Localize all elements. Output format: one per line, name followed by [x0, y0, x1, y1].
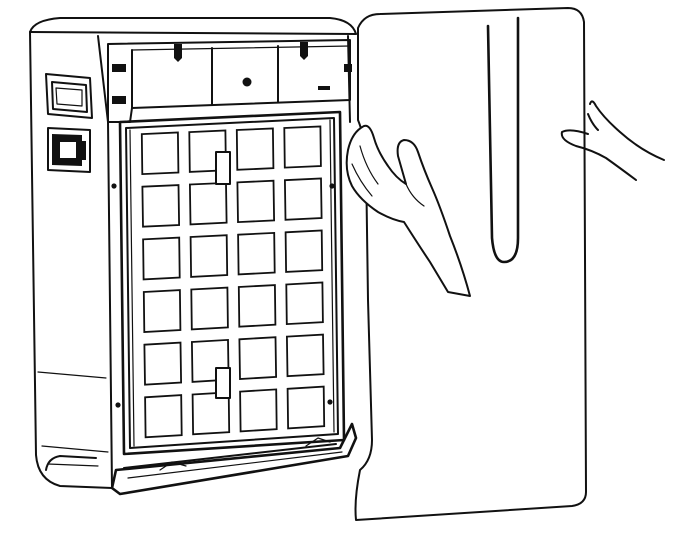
screw-icon [327, 399, 333, 405]
filter-cell [285, 281, 324, 326]
filter-tab [215, 367, 231, 399]
filter-cell [144, 394, 183, 439]
filter-cell [142, 236, 181, 281]
filter-cell [283, 177, 323, 221]
filter-cell [190, 286, 229, 331]
filter-cell [140, 131, 180, 176]
filter-cell [237, 284, 277, 328]
filter-cell [235, 127, 275, 171]
filter-cell [285, 333, 325, 378]
filter-cell [237, 231, 276, 276]
filter-grid [140, 125, 326, 439]
filter-cell [189, 234, 229, 278]
screw-icon [329, 183, 335, 189]
indicator-dot [242, 77, 252, 87]
filter-cell [188, 181, 228, 226]
filter-cell [286, 385, 326, 430]
filter-cell [238, 336, 278, 380]
screw-icon [111, 183, 117, 189]
hand-left-icon [345, 124, 471, 297]
clip [300, 42, 308, 60]
screw-icon [115, 402, 121, 408]
sensor-window [47, 127, 91, 173]
base-tray [110, 422, 358, 496]
front-panel [354, 7, 587, 521]
filter-cell [141, 184, 181, 228]
hand-right-icon [560, 100, 665, 181]
filter-cell [143, 341, 183, 386]
clip [112, 96, 126, 104]
filter-cell [239, 388, 278, 433]
filter-cell [142, 289, 182, 333]
clip [112, 64, 126, 72]
filter-cell [283, 125, 322, 169]
clip [344, 64, 352, 72]
clip [174, 44, 182, 62]
filter-cell [236, 179, 276, 224]
clip [318, 86, 330, 90]
side-handle [45, 73, 93, 119]
filter-cell [284, 229, 324, 273]
control-housing [107, 39, 352, 123]
filter-tab [215, 151, 231, 185]
